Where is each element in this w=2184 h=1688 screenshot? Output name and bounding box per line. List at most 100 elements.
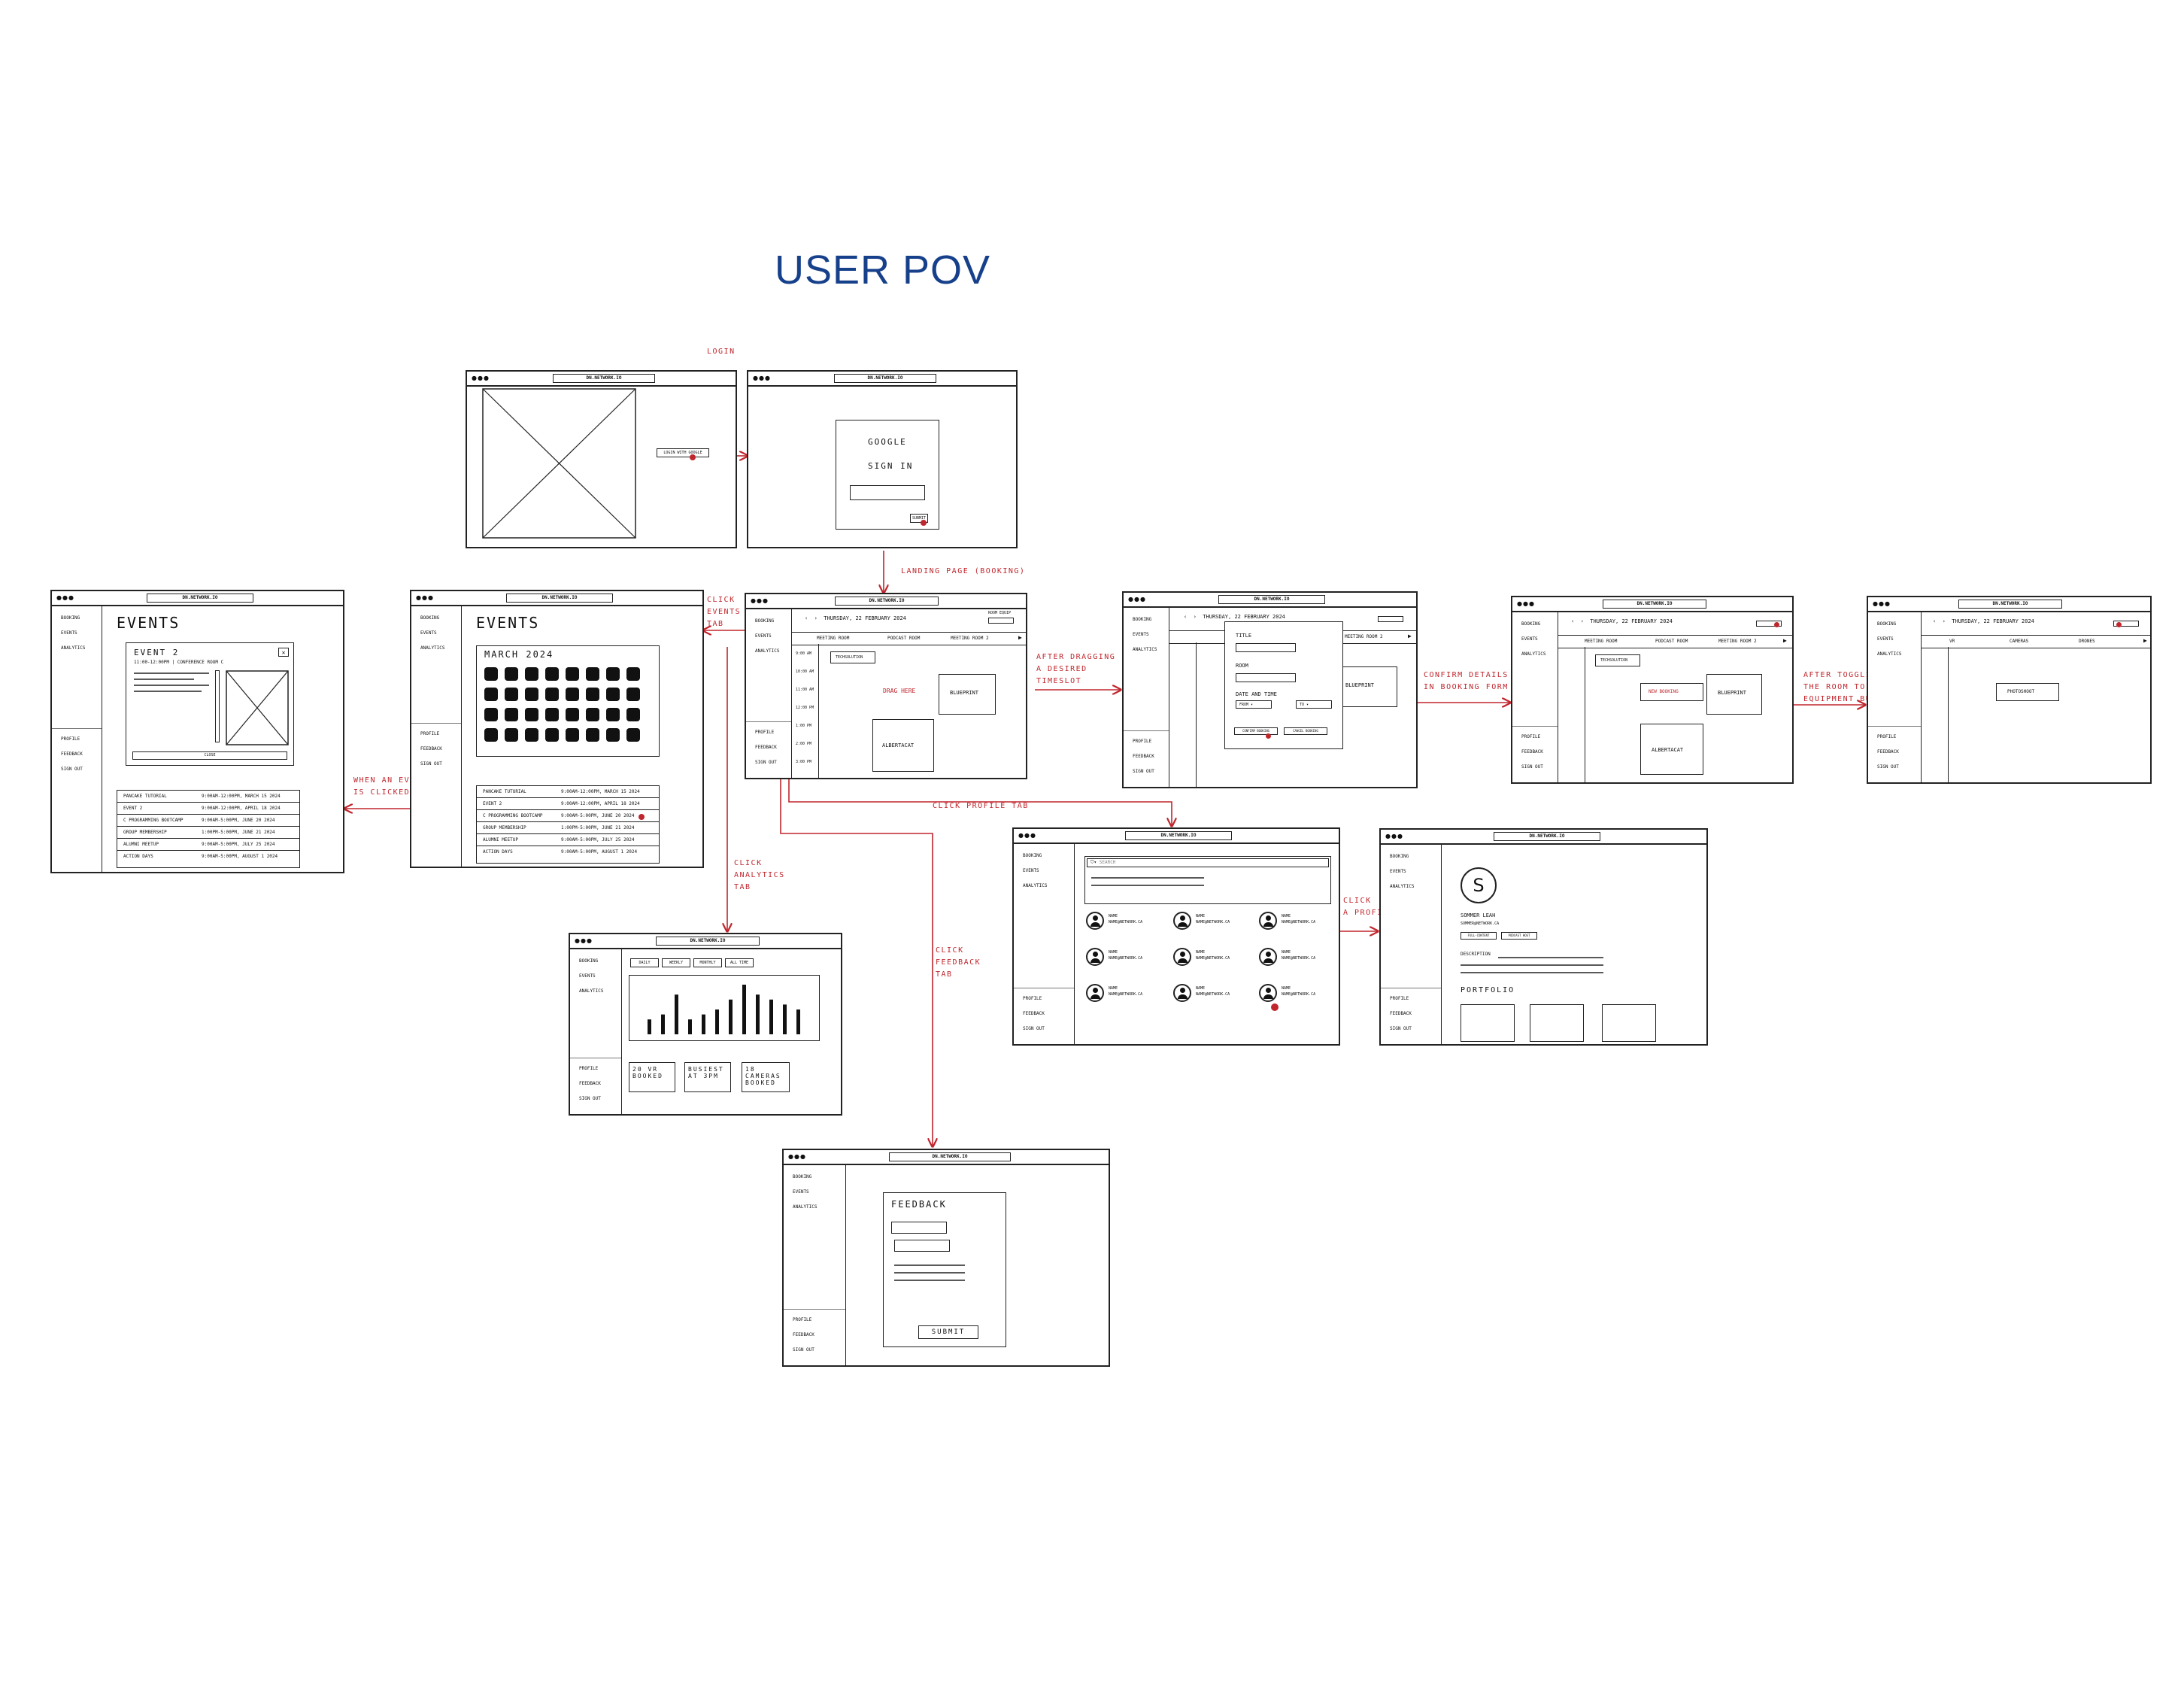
google-submit-button[interactable]: SUBMIT — [910, 514, 928, 523]
modal-scrollbar[interactable] — [215, 670, 220, 742]
tab-monthly[interactable]: MONTHLY — [693, 958, 722, 967]
sidebar-item-feedback[interactable]: FEEDBACK — [1521, 749, 1543, 754]
sidebar-item-analytics[interactable]: ANALYTICS — [755, 648, 780, 654]
sidebar-item-signout[interactable]: SIGN OUT — [1521, 764, 1543, 770]
sidebar-item-booking[interactable]: BOOKING — [579, 958, 599, 964]
sidebar-item-signout[interactable]: SIGN OUT — [793, 1347, 814, 1353]
sidebar-item-analytics[interactable]: ANALYTICS — [1877, 651, 1902, 657]
sidebar-item-booking[interactable]: BOOKING — [1877, 621, 1897, 627]
event-blueprint[interactable]: BLUEPRINT — [1706, 674, 1762, 715]
avatar[interactable] — [1086, 984, 1104, 1002]
event-new-booking[interactable]: NEW BOOKING — [1640, 683, 1703, 701]
sidebar-item-events[interactable]: EVENTS — [579, 973, 596, 979]
room-equip-toggle[interactable] — [988, 618, 1014, 624]
sidebar-item-feedback[interactable]: FEEDBACK — [1133, 754, 1154, 759]
submit-button[interactable]: SUBMIT — [918, 1325, 978, 1339]
sidebar-item-events[interactable]: EVENTS — [1133, 632, 1149, 637]
sidebar-item-signout[interactable]: SIGN OUT — [579, 1096, 601, 1101]
sidebar-item-profile[interactable]: PROFILE — [579, 1066, 599, 1071]
sidebar-item-events[interactable]: EVENTS — [755, 633, 772, 639]
feedback-input[interactable] — [891, 1222, 947, 1234]
portfolio-item[interactable] — [1602, 1004, 1656, 1042]
login-google-button[interactable]: LOGIN WITH GOOGLE — [657, 448, 709, 457]
sidebar-item-analytics[interactable]: ANALYTICS — [793, 1204, 817, 1210]
sidebar-item-feedback[interactable]: FEEDBACK — [579, 1081, 601, 1086]
portfolio-item[interactable] — [1530, 1004, 1584, 1042]
sidebar-item-booking[interactable]: BOOKING — [793, 1174, 812, 1179]
room-equip-toggle[interactable] — [1756, 621, 1782, 627]
sidebar-item-booking[interactable]: BOOKING — [1390, 854, 1409, 859]
sidebar-item-events[interactable]: EVENTS — [420, 630, 437, 636]
event-albertacat[interactable]: ALBERTACAT — [1640, 724, 1703, 775]
sidebar-item-feedback[interactable]: FEEDBACK — [1023, 1011, 1045, 1016]
sidebar-item-signout[interactable]: SIGN OUT — [420, 761, 442, 767]
sidebar-item-analytics[interactable]: ANALYTICS — [1390, 884, 1415, 889]
confirm-booking-button[interactable]: CONFIRM BOOKING — [1234, 727, 1278, 735]
avatar[interactable] — [1259, 948, 1277, 966]
sidebar-item-analytics[interactable]: ANALYTICS — [1023, 883, 1048, 888]
tab-daily[interactable]: DAILY — [630, 958, 659, 967]
cancel-booking-button[interactable]: CANCEL BOOKING — [1284, 727, 1327, 735]
sidebar-item-booking[interactable]: BOOKING — [1023, 853, 1042, 858]
event-blueprint[interactable]: BLUEPRINT — [1342, 666, 1397, 707]
sidebar-item-analytics[interactable]: ANALYTICS — [1133, 647, 1157, 652]
sidebar-item-booking[interactable]: BOOKING — [61, 615, 80, 621]
sidebar-item-booking[interactable]: BOOKING — [420, 615, 440, 621]
sidebar-item-events[interactable]: EVENTS — [1023, 868, 1039, 873]
event-techsolution[interactable]: TECHSOLUTION — [1595, 654, 1640, 666]
room-equip-toggle[interactable] — [1378, 616, 1403, 622]
next-arrow-icon[interactable]: ▶ — [1783, 637, 1787, 644]
sidebar-item-feedback[interactable]: FEEDBACK — [755, 745, 777, 750]
sidebar-item-analytics[interactable]: ANALYTICS — [420, 645, 445, 651]
sidebar-item-profile[interactable]: PROFILE — [1390, 996, 1409, 1001]
avatar[interactable] — [1259, 984, 1277, 1002]
sidebar-item-booking[interactable]: BOOKING — [1521, 621, 1541, 627]
sidebar-item-feedback[interactable]: FEEDBACK — [1390, 1011, 1412, 1016]
sidebar-item-booking[interactable]: BOOKING — [1133, 617, 1152, 622]
next-arrow-icon[interactable]: ▶ — [2143, 637, 2147, 644]
sidebar-item-events[interactable]: EVENTS — [1877, 636, 1894, 642]
sidebar-item-profile[interactable]: PROFILE — [1023, 996, 1042, 1001]
sidebar-item-analytics[interactable]: ANALYTICS — [1521, 651, 1546, 657]
sidebar-item-profile[interactable]: PROFILE — [1133, 739, 1152, 744]
avatar[interactable] — [1173, 984, 1191, 1002]
sidebar-item-signout[interactable]: SIGN OUT — [1133, 769, 1154, 774]
sidebar-item-feedback[interactable]: FEEDBACK — [61, 751, 83, 757]
tab-weekly[interactable]: WEEKLY — [662, 958, 690, 967]
sidebar-item-signout[interactable]: SIGN OUT — [755, 760, 777, 765]
modal-close-button[interactable]: CLOSE — [132, 751, 287, 760]
feedback-input[interactable] — [894, 1240, 950, 1252]
sidebar-item-profile[interactable]: PROFILE — [793, 1317, 812, 1322]
next-arrow-icon[interactable]: ▶ — [1408, 633, 1412, 639]
form-room-input[interactable] — [1236, 673, 1296, 682]
sidebar-item-profile[interactable]: PROFILE — [61, 736, 80, 742]
sidebar-item-booking[interactable]: BOOKING — [755, 618, 775, 624]
sidebar-item-signout[interactable]: SIGN OUT — [1877, 764, 1899, 770]
event-albertacat[interactable]: ALBERTACAT — [872, 719, 934, 772]
avatar[interactable] — [1173, 912, 1191, 930]
event-photoshoot[interactable]: PHOTOSHOOT — [1996, 683, 2059, 701]
avatar[interactable] — [1086, 912, 1104, 930]
next-arrow-icon[interactable]: ▶ — [1018, 634, 1022, 641]
sidebar-item-feedback[interactable]: FEEDBACK — [1877, 749, 1899, 754]
sidebar-item-events[interactable]: EVENTS — [1390, 869, 1406, 874]
event-blueprint[interactable]: BLUEPRINT — [939, 674, 996, 715]
sidebar-item-signout[interactable]: SIGN OUT — [61, 767, 83, 772]
sidebar-item-events[interactable]: EVENTS — [61, 630, 77, 636]
form-title-input[interactable] — [1236, 643, 1296, 652]
sidebar-item-feedback[interactable]: FEEDBACK — [420, 746, 442, 751]
